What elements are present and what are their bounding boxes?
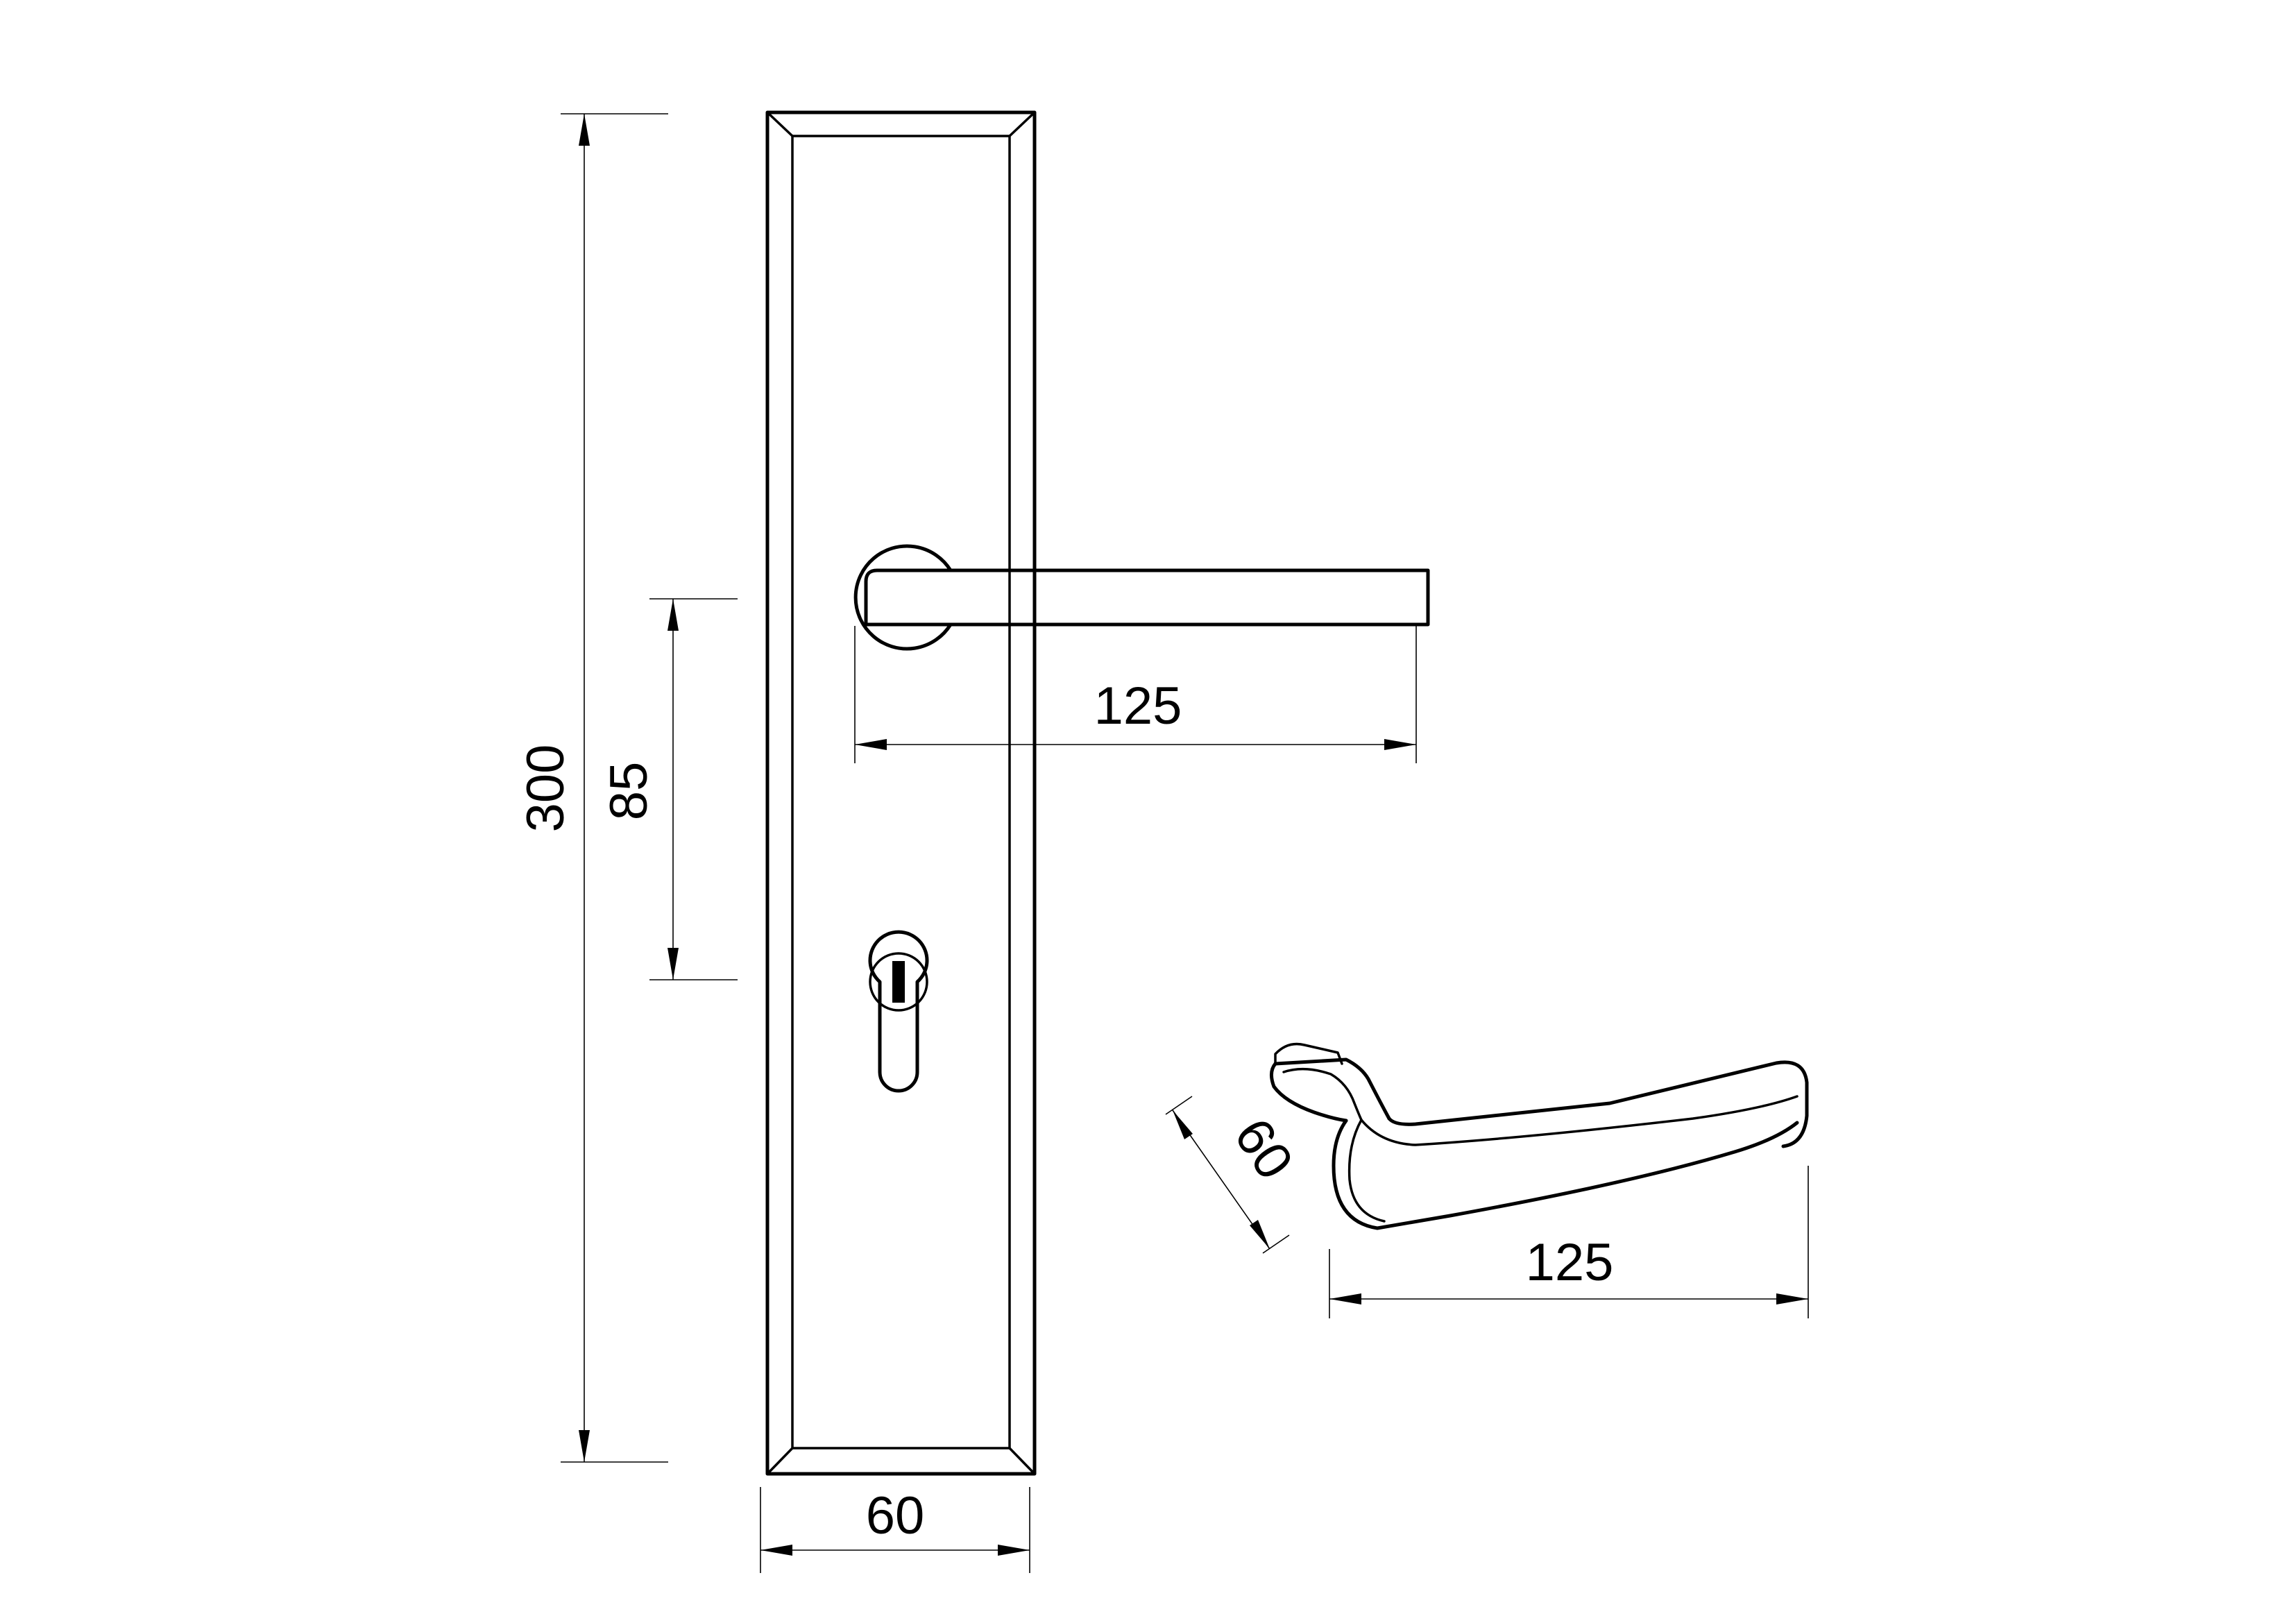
handle-rose-side	[1270, 1062, 1348, 1123]
dim-label-125-front: 125	[1094, 677, 1182, 736]
keyhole-outline	[868, 930, 929, 1093]
dim-label-60-width: 60	[866, 1486, 925, 1545]
dim-label-60-side: 60	[1223, 1108, 1304, 1190]
lever-bar	[864, 568, 1430, 627]
lever-lower-edge	[1332, 1119, 1799, 1230]
handle-rose-inner	[1282, 1067, 1363, 1121]
dim-label-85: 85	[599, 762, 658, 821]
lever-upper-edge	[1387, 1060, 1809, 1148]
keyhole	[868, 930, 929, 1093]
dim-label-300: 300	[516, 745, 575, 833]
handle-rose	[853, 544, 953, 651]
cylinder-rose	[869, 952, 928, 1012]
handle-cap	[1274, 1042, 1343, 1065]
handle-neck-top	[1273, 1057, 1391, 1121]
backplate	[765, 110, 1037, 1476]
lever-grip-curve	[1347, 1119, 1386, 1223]
dimension-plate-width: 60	[760, 1486, 1030, 1573]
dimension-side-lever-length: 125	[1329, 1166, 1809, 1318]
dimension-handle-to-keyhole: 85	[599, 598, 738, 980]
lever-handle-side	[1270, 1042, 1809, 1230]
backplate-outer	[765, 110, 1037, 1476]
lever-handle-front	[853, 544, 1430, 651]
lever-inner-contour	[1360, 1095, 1798, 1146]
dimension-side-rose: 60	[1165, 1096, 1304, 1254]
backplate-inner-bevel	[791, 135, 1011, 1450]
thumbturn-slot	[892, 961, 905, 1003]
dimension-lever-length: 125	[854, 626, 1417, 763]
dim-label-125-side: 125	[1526, 1233, 1614, 1292]
dimension-plate-height: 300	[516, 113, 668, 1463]
